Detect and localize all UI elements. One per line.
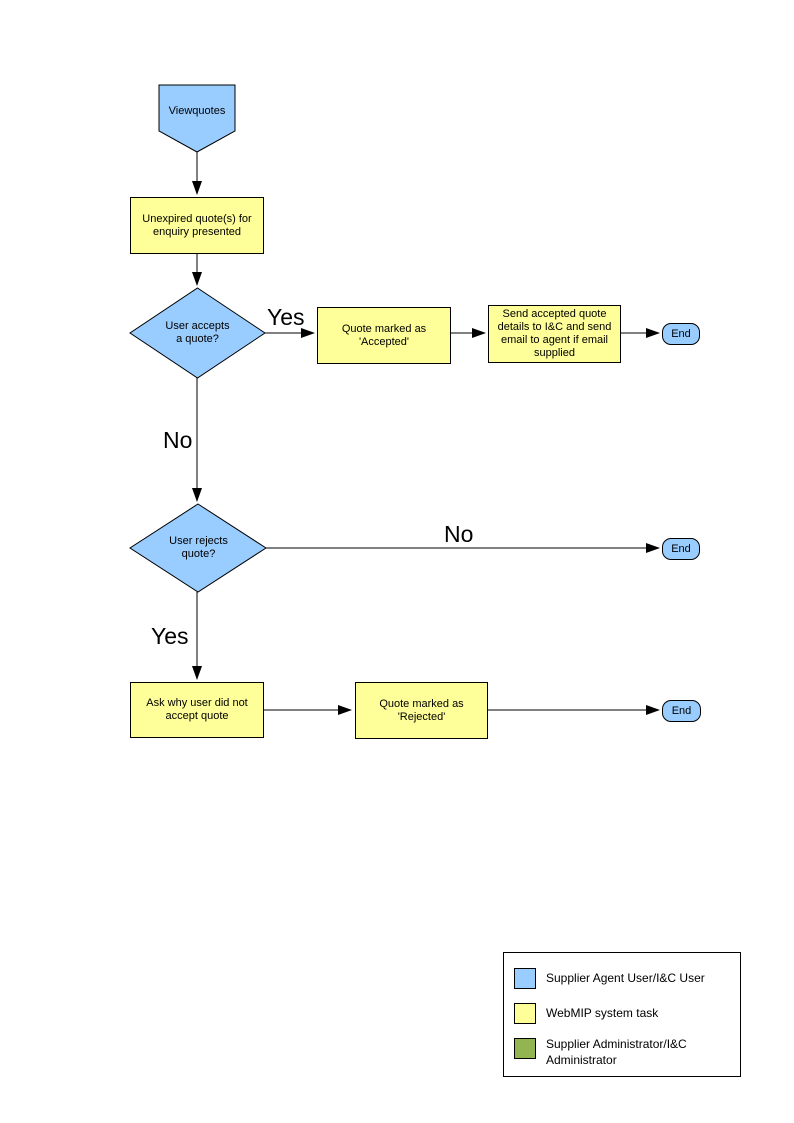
legend-label: Supplier Administrator/I&C Administrator	[546, 1037, 687, 1067]
end-node-rejected: End	[662, 700, 701, 722]
edge-label-accepts-yes: Yes	[267, 304, 305, 330]
process-ask-why: Ask why user did not accept quote	[130, 682, 264, 738]
legend-swatch-admin-green	[514, 1038, 536, 1059]
decision-user-rejects-label: User rejects quote?	[169, 535, 228, 560]
start-node-label: Viewquotes	[168, 104, 226, 117]
process-quote-marked-accepted: Quote marked as 'Accepted'	[317, 307, 451, 364]
legend-label: WebMIP system task	[546, 1006, 659, 1020]
process-unexpired-quotes: Unexpired quote(s) for enquiry presented	[130, 197, 264, 254]
legend-label: Supplier Agent User/I&C User	[546, 971, 705, 985]
edge-label-rejects-no: No	[444, 521, 474, 547]
start-node-shape	[158, 84, 236, 153]
process-quote-marked-rejected: Quote marked as 'Rejected'	[355, 682, 488, 739]
legend-swatch-task-yellow	[514, 1003, 536, 1024]
decision-user-rejects-shape	[129, 503, 267, 593]
end-node-accepted: End	[662, 323, 700, 345]
edge-label-accepts-no: No	[163, 427, 193, 453]
edge-label-rejects-yes: Yes	[151, 623, 189, 649]
process-send-accepted-details: Send accepted quote details to I&C and s…	[488, 305, 621, 363]
end-node-no-reject: End	[662, 538, 700, 560]
legend: Supplier Agent User/I&C User WebMIP syst…	[503, 952, 741, 1077]
decision-user-accepts-label: User accepts a quote?	[165, 320, 230, 345]
legend-swatch-actor-blue	[514, 968, 536, 989]
